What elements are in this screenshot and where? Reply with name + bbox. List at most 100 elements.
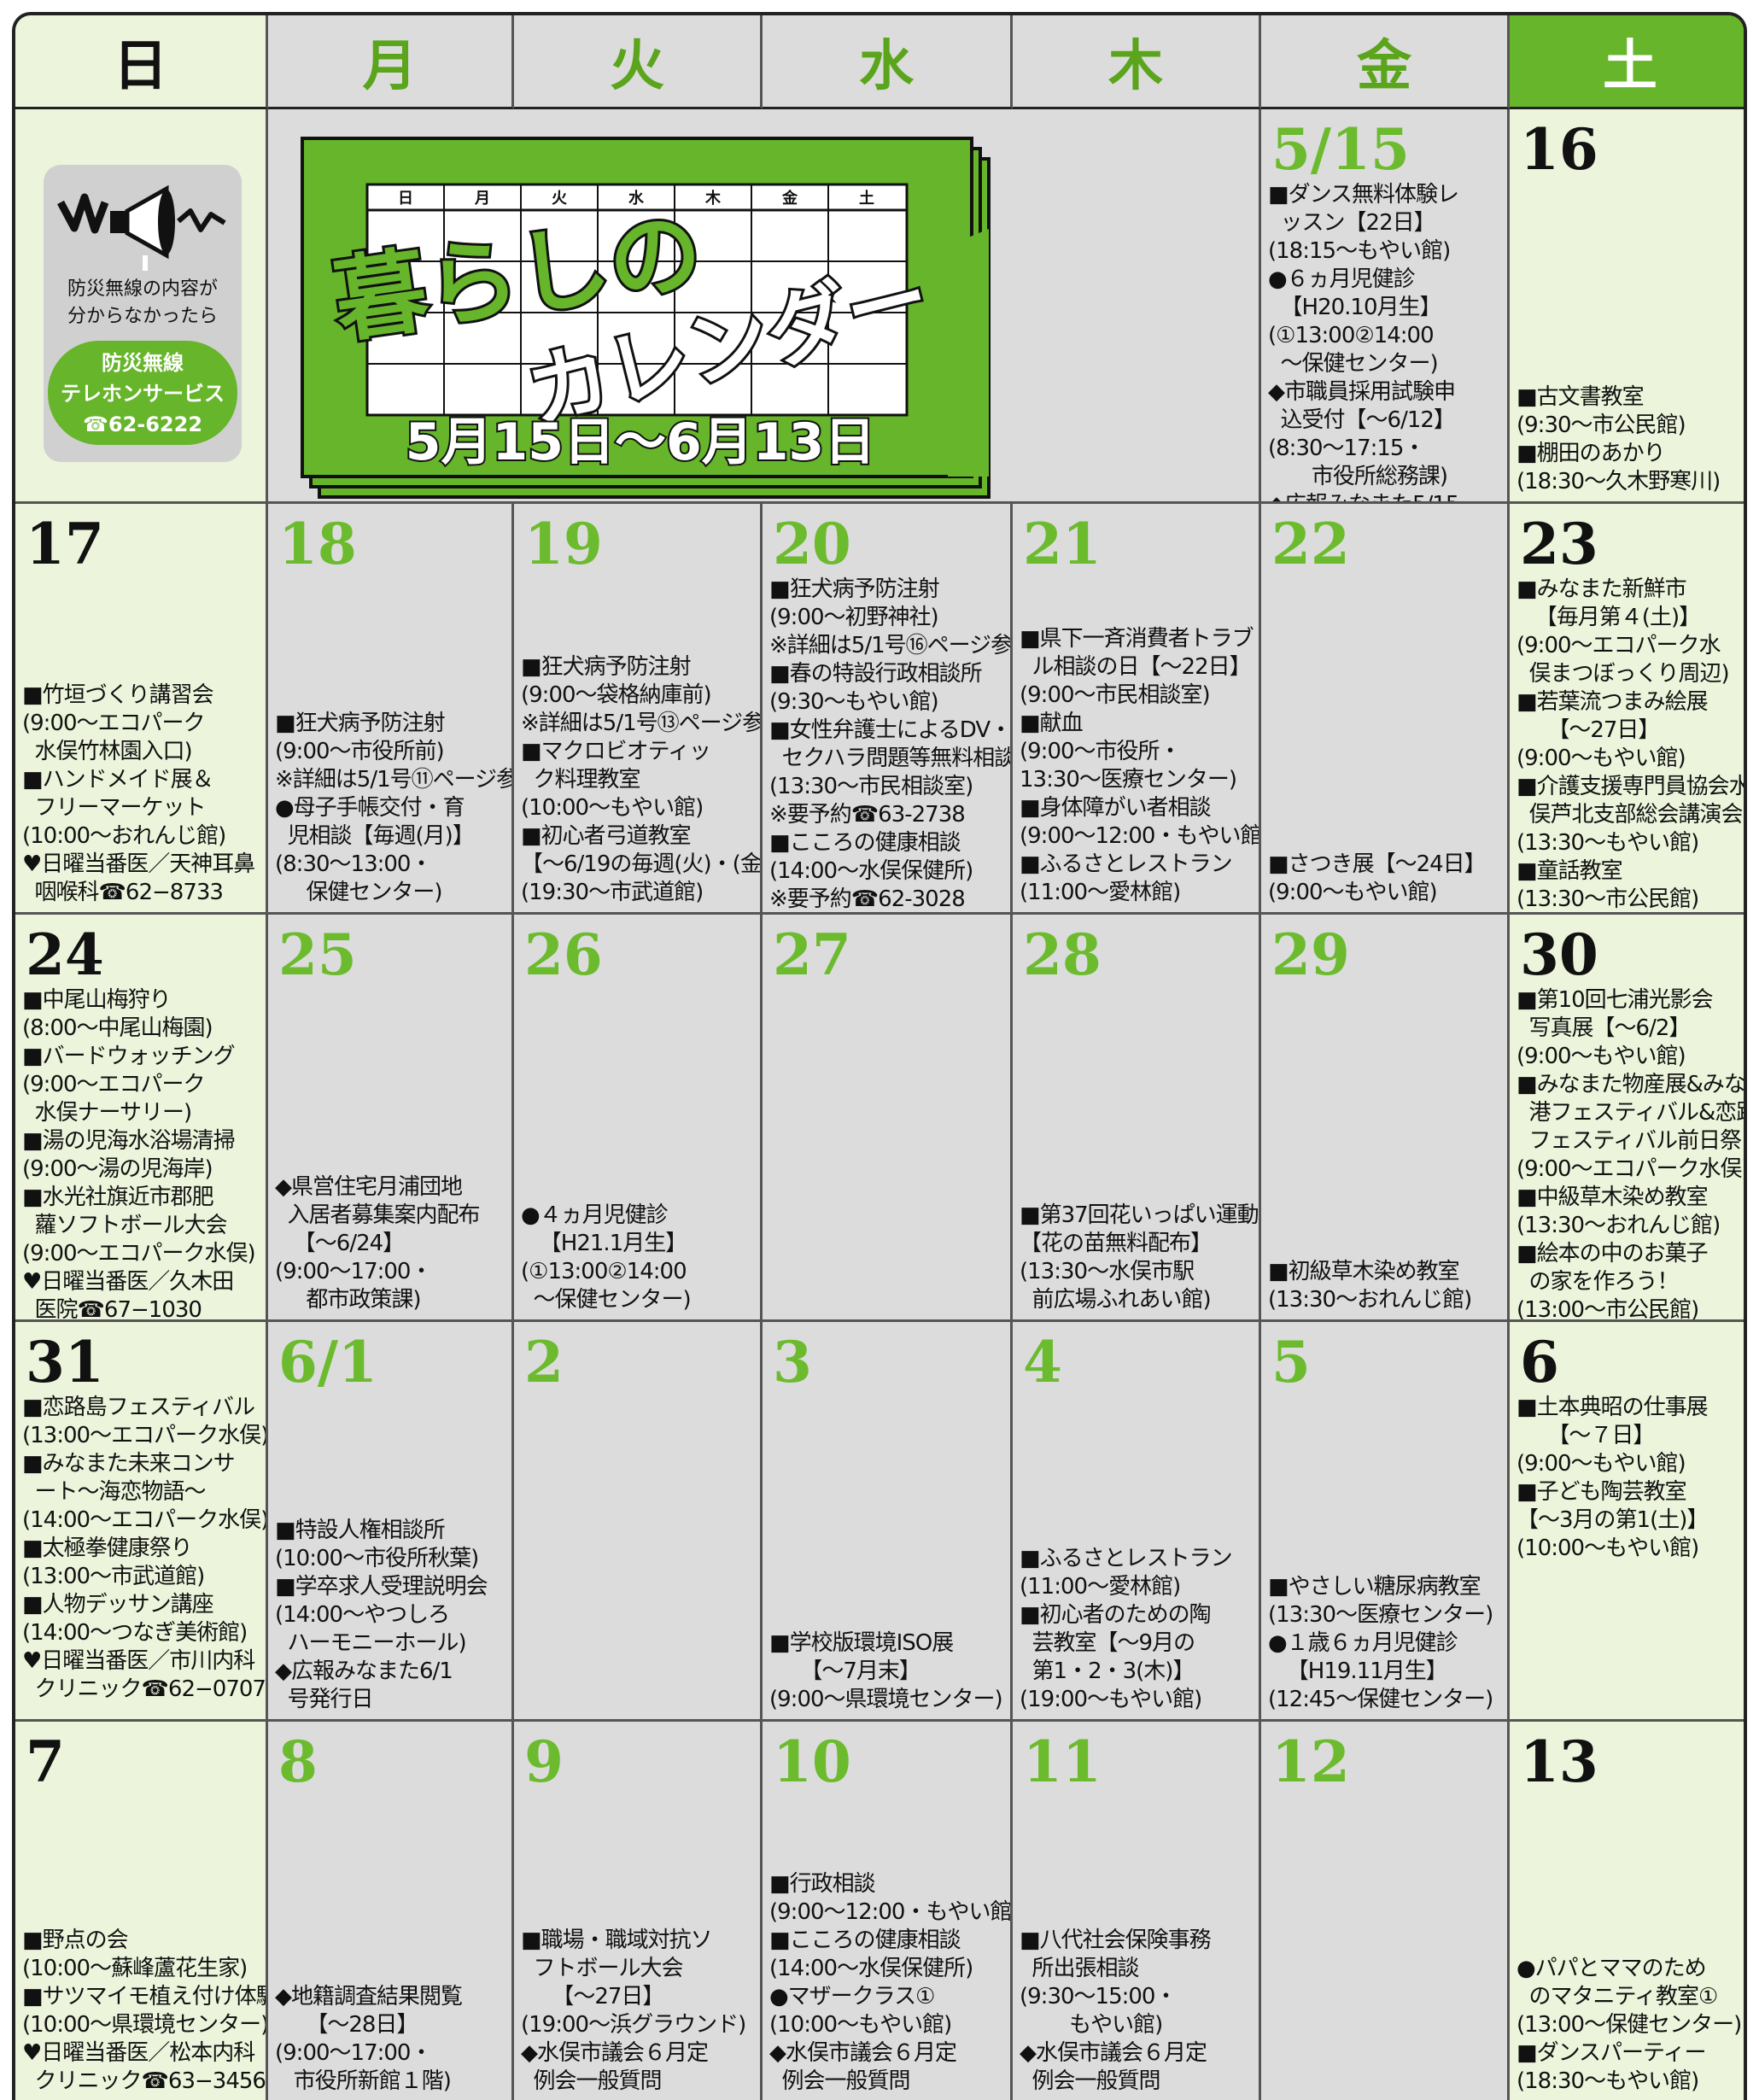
event-line: (10:00〜県環境センター) bbox=[22, 2012, 268, 2038]
day-number: 23 bbox=[1520, 511, 1598, 577]
event-line: ■初心者弓道教室 bbox=[521, 823, 692, 849]
weekday-header-5: 金 bbox=[1261, 15, 1510, 109]
day-number: 31 bbox=[26, 1329, 104, 1395]
event-line: ■水光社旗近市郡肥 bbox=[22, 1185, 214, 1210]
event-line: (9:00〜12:00・もやい館) bbox=[769, 1899, 1013, 1925]
bousai-notice: 防災無線の内容が 分からなかったら 防災無線 テレホンサービス ☎62-6222 bbox=[44, 165, 242, 462]
day-number: 17 bbox=[26, 511, 104, 577]
day-cell-6-8: 8◆地籍調査結果閲覧 【〜28日】(9:00〜17:00・ 市役所新館１階) bbox=[268, 1722, 514, 2100]
event-line: (9:00〜エコパーク水俣) bbox=[1516, 1156, 1747, 1182]
day-cell-6-5: 5■やさしい糖尿病教室(13:30〜医療センター)●１歳６ヵ月児健診 【H19.… bbox=[1261, 1322, 1510, 1722]
event-list: ■狂犬病予防注射(9:00〜袋格納庫前)※詳細は5/1号⑬ページ参照■マクロビオ… bbox=[521, 653, 763, 907]
event-line: (9:00〜17:00・ bbox=[275, 1259, 432, 1284]
event-line: ■ダンス無料体験レ bbox=[1268, 182, 1459, 208]
event-line: 咽喉科☎62−8733 bbox=[22, 880, 224, 905]
day-number: 2 bbox=[524, 1329, 564, 1395]
event-line: 写真展【〜6/2】 bbox=[1516, 1015, 1692, 1041]
event-list: ■土本典昭の仕事展 【〜７日】(9:00〜もやい館)■子ども陶芸教室【〜3月の第… bbox=[1510, 1394, 1744, 1563]
event-line: (9:00〜もやい館) bbox=[1516, 1451, 1686, 1477]
day-cell-5-19: 19■狂犬病予防注射(9:00〜袋格納庫前)※詳細は5/1号⑬ページ参照■マクロ… bbox=[514, 504, 763, 915]
event-line: (9:00〜エコパーク水俣) bbox=[22, 1241, 256, 1266]
event-line: (9:00〜エコパーク bbox=[22, 1072, 206, 1097]
event-line: (13:30〜医療センター) bbox=[1268, 1602, 1493, 1628]
day-cell-6-10: 10■行政相談(9:00〜12:00・もやい館)■こころの健康相談(14:00〜… bbox=[763, 1722, 1013, 2100]
day-cell-6-6: 6■土本典昭の仕事展 【〜７日】(9:00〜もやい館)■子ども陶芸教室【〜3月の… bbox=[1510, 1322, 1744, 1722]
event-list: ■第37回花いっぱい運動【花の苗無料配布】(13:30〜水俣市駅 前広場ふれあい… bbox=[1020, 1202, 1259, 1314]
calendar: 日月火水木金土 5/15■ダンス無料体験レ ッスン【22日】(18:15〜もやい… bbox=[12, 12, 1747, 2100]
event-line: ◆地籍調査結果閲覧 bbox=[275, 1984, 463, 2009]
event-line: ※詳細は5/1号⑬ページ参照 bbox=[521, 711, 763, 736]
day-cell-5-17: 17■竹垣づくり講習会(9:00〜エコパーク 水俣竹林園入口)■ハンドメイド展＆… bbox=[15, 504, 268, 915]
event-list: ■ダンス無料体験レ ッスン【22日】(18:15〜もやい館)●６ヵ月児健診 【H… bbox=[1261, 181, 1507, 501]
day-number: 6 bbox=[1520, 1329, 1559, 1395]
telephone-service-badge: 防災無線 テレホンサービス ☎62-6222 bbox=[48, 341, 237, 445]
event-line: ク料理教室 bbox=[521, 767, 641, 793]
event-line: ■学卒求人受理説明会 bbox=[275, 1574, 488, 1600]
event-list: ■さつき展【〜24日】 (9:00〜もやい館) bbox=[1268, 851, 1504, 907]
day-number: 30 bbox=[1520, 921, 1598, 988]
event-line: ●１歳６ヵ月児健診 bbox=[1268, 1630, 1458, 1656]
event-line: (10:00〜もやい館) bbox=[1516, 1536, 1699, 1561]
weekday-header-4: 木 bbox=[1013, 15, 1261, 109]
event-line: 俣芦北支部総会講演会 bbox=[1516, 802, 1744, 828]
event-line: ■狂犬病予防注射 bbox=[275, 711, 446, 736]
event-line: もやい館) bbox=[1020, 2012, 1163, 2038]
event-line: (9:00〜17:00・ bbox=[275, 2040, 432, 2066]
day-number: 7 bbox=[26, 1729, 65, 1795]
event-line: (8:30〜17:15・ bbox=[1268, 436, 1425, 461]
event-line: ■みなまた未来コンサ bbox=[22, 1451, 236, 1477]
event-line: (13:30〜市公民館) bbox=[1516, 886, 1699, 912]
event-line: (9:30〜15:00・ bbox=[1020, 1984, 1177, 2009]
event-line: フェスティバル前日祭 bbox=[1516, 1128, 1742, 1154]
day-cell-6-4: 4■ふるさとレストラン(11:00〜愛林館)■初心者のための陶 芸教室【〜9月の… bbox=[1013, 1322, 1261, 1722]
day-cell-6-2: 2 bbox=[514, 1322, 763, 1722]
weekday-header-3: 水 bbox=[763, 15, 1013, 109]
event-list: ■初級草木染め教室(13:30〜おれんじ館) bbox=[1268, 1258, 1504, 1314]
event-line: (18:15〜もやい館) bbox=[1268, 238, 1451, 264]
event-line: ■特設人権相談所 bbox=[275, 1518, 446, 1543]
event-line: (11:00〜愛林館) bbox=[1020, 880, 1181, 905]
event-line: (9:00〜エコパーク水 bbox=[1516, 633, 1721, 658]
event-line: ■童話教室 bbox=[1516, 858, 1623, 884]
event-line: フリーマーケット bbox=[22, 795, 207, 821]
day-cell-5-23: 23■みなまた新鮮市 【毎月第４(土)】(9:00〜エコパーク水 俣まつぼっくり… bbox=[1510, 504, 1744, 915]
event-line: クリニック☎62−0707 bbox=[22, 1676, 266, 1702]
event-line: ■県下一斉消費者トラブ bbox=[1020, 626, 1254, 652]
event-line: 号発行日 bbox=[275, 1687, 374, 1712]
event-line: (13:30〜市民相談室) bbox=[769, 774, 973, 799]
event-list: ●４ヵ月児健診 【H21.1月生】(①13:00②14:00 〜保健センター) bbox=[521, 1202, 757, 1314]
event-line: 〜保健センター) bbox=[1268, 351, 1439, 377]
event-line: (9:00〜もやい館) bbox=[1268, 880, 1438, 905]
event-line: ■職場・職域対抗ソ bbox=[521, 1927, 713, 1953]
event-line: ■恋路島フェスティバル bbox=[22, 1395, 255, 1420]
weekday-header-2: 火 bbox=[514, 15, 763, 109]
event-line: 保健センター) bbox=[275, 880, 442, 905]
event-line: (9:00〜市民相談室) bbox=[1020, 682, 1211, 708]
mini-day-wed: 水 bbox=[628, 189, 645, 208]
event-line: ◆市職員採用試験申 bbox=[1268, 379, 1456, 405]
event-line: (10:00〜もやい館) bbox=[769, 2012, 952, 2038]
event-line: (19:30〜市武道館) bbox=[521, 880, 704, 905]
event-line: (9:00〜県環境センター) bbox=[769, 1687, 1003, 1712]
mini-day-sat: 土 bbox=[859, 190, 874, 208]
kurashi-calendar-banner: 日 月 火 水 木 金 土 暮らしの カレンダー 5月15日〜6月13日 bbox=[301, 137, 991, 499]
day-cell-5-24: 24■中尾山梅狩り(8:00〜中尾山梅園)■バードウォッチング(9:00〜エコパ… bbox=[15, 915, 268, 1322]
event-line: ■女性弁護士によるDV・ bbox=[769, 717, 1012, 743]
event-line: 市役所総務課) bbox=[1268, 464, 1448, 489]
mini-day-mon: 月 bbox=[474, 190, 490, 208]
weekday-header-0: 日 bbox=[15, 15, 268, 109]
event-line: ■さつき展【〜24日】 bbox=[1268, 851, 1487, 877]
event-line: (13:30〜もやい館) bbox=[1516, 830, 1699, 856]
event-line: ■野点の会 bbox=[22, 1927, 129, 1953]
event-line: ■やさしい糖尿病教室 bbox=[1268, 1574, 1481, 1600]
event-line: ◆水俣市議会６月定 bbox=[1020, 2040, 1207, 2066]
event-line: ■初心者のための陶 bbox=[1020, 1602, 1212, 1628]
event-line: ■第37回花いっぱい運動 bbox=[1020, 1202, 1259, 1228]
event-line: 入居者募集案内配布 bbox=[275, 1202, 481, 1228]
event-line: ■マクロビオティッ bbox=[521, 739, 711, 764]
event-line: (10:00〜蘇峰蘆花生家) bbox=[22, 1956, 248, 1981]
event-line: 〜保健センター) bbox=[521, 1287, 692, 1313]
event-list: ■野点の会(10:00〜蘇峰蘆花生家)■サツマイモ植え付け体験(10:00〜県環… bbox=[22, 1927, 268, 2096]
event-line: 込受付【〜6/12】 bbox=[1268, 407, 1456, 433]
event-line: ■古文書教室 bbox=[1516, 384, 1645, 410]
